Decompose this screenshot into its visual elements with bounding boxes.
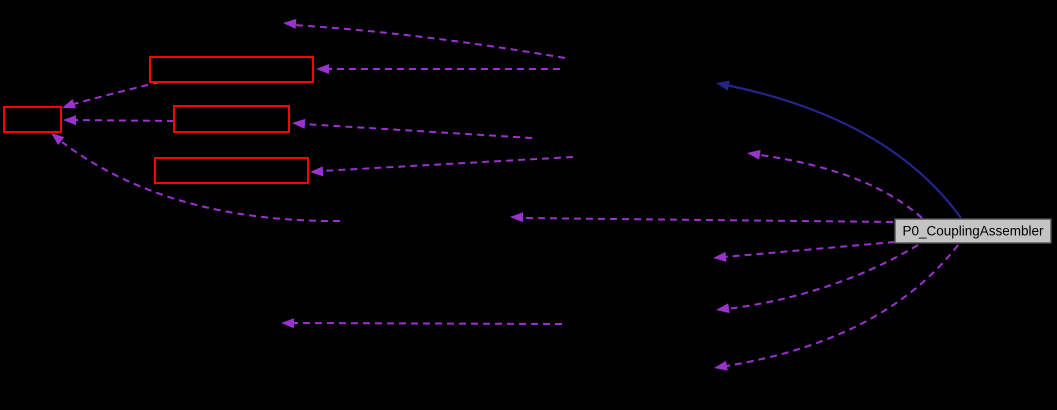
usage-edge: [725, 244, 959, 367]
usage-edge: [723, 241, 896, 258]
usage-edge: [726, 244, 919, 310]
usage-lower-1-arrowhead-icon: [716, 303, 730, 314]
inheritance-edge: [725, 83, 962, 219]
truncated-node-truncated-3[interactable]: [154, 157, 309, 184]
usage-box1-to-small-arrowhead-icon: [62, 98, 76, 109]
truncated-node-truncated-2[interactable]: [173, 105, 290, 133]
usage-box2-to-small-arrowhead-icon: [63, 115, 77, 126]
usage-edge: [320, 156, 574, 172]
usage-into-box3-arrowhead-icon: [310, 166, 324, 177]
inheritance-curve-arrowhead-icon: [716, 80, 730, 91]
node-p0-coupling-assembler[interactable]: [894, 218, 1052, 244]
usage-mid-long-arrowhead-icon: [510, 212, 524, 223]
usage-edge: [293, 24, 566, 59]
usage-lower-2-arrowhead-icon: [714, 360, 728, 371]
usage-edge: [291, 322, 563, 325]
usage-edge: [61, 141, 341, 223]
usage-edge: [520, 217, 894, 223]
usage-mid-short-arrowhead-icon: [713, 251, 727, 262]
usage-edge: [302, 123, 533, 139]
usage-into-box2-arrowhead-icon: [292, 118, 306, 129]
truncated-node-truncated-1[interactable]: [149, 56, 314, 83]
usage-bottom-row-arrowhead-icon: [281, 318, 295, 329]
usage-upper-right-arrowhead-icon: [747, 149, 761, 160]
node-label-p0-coupling-assembler: P0_CouplingAssembler: [902, 224, 1044, 239]
usage-top-diagonal-arrowhead-icon: [283, 18, 297, 29]
usage-into-box1-arrowhead-icon: [316, 64, 329, 74]
usage-edge: [74, 119, 175, 122]
usage-edge: [759, 154, 923, 219]
usage-long-curve-arrowhead-icon: [51, 133, 65, 145]
truncated-node-truncated-4[interactable]: [3, 106, 62, 133]
